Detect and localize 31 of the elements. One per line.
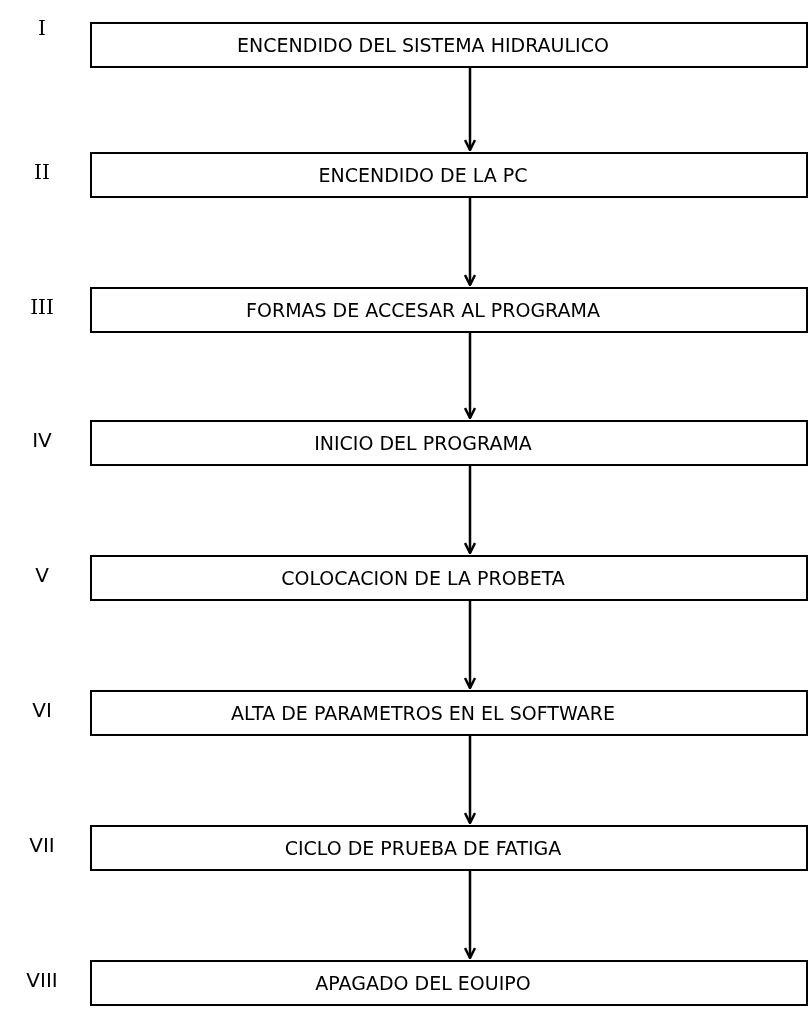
step-number: III <box>29 295 55 319</box>
step-number: VIII <box>25 968 59 992</box>
process-box <box>90 825 808 871</box>
process-box <box>90 690 808 736</box>
arrow <box>463 466 477 555</box>
step-number: VI <box>31 698 53 722</box>
arrow <box>463 736 477 825</box>
process-box <box>90 960 808 1006</box>
step-number: IV <box>31 428 53 452</box>
arrow <box>463 333 477 420</box>
step-number: VII <box>28 833 56 857</box>
process-box <box>90 420 808 466</box>
process-box <box>90 287 808 333</box>
process-box <box>90 152 808 198</box>
arrow <box>463 68 477 152</box>
step-label: ENCENDIDO DEL SISTEMA HIDRAULICO <box>237 34 609 56</box>
process-box <box>90 22 808 68</box>
step-label: ALTA DE PARAMETROS EN EL SOFTWARE <box>231 702 615 724</box>
step-label: COLOCACION DE LA PROBETA <box>281 567 565 589</box>
step-number: II <box>33 160 51 184</box>
step-label: CICLO DE PRUEBA DE FATIGA <box>284 837 562 859</box>
step-label: APAGADO DEL EOUIPO <box>315 972 531 994</box>
step-label: INICIO DEL PROGRAMA <box>314 432 532 454</box>
step-label: FORMAS DE ACCESAR AL PROGRAMA <box>246 299 600 321</box>
process-box <box>90 555 808 601</box>
arrow <box>463 871 477 960</box>
step-number: I <box>37 16 47 40</box>
arrow <box>463 198 477 287</box>
arrow <box>463 601 477 690</box>
step-number: V <box>34 563 50 587</box>
step-label: ENCENDIDO DE LA PC <box>318 164 528 186</box>
